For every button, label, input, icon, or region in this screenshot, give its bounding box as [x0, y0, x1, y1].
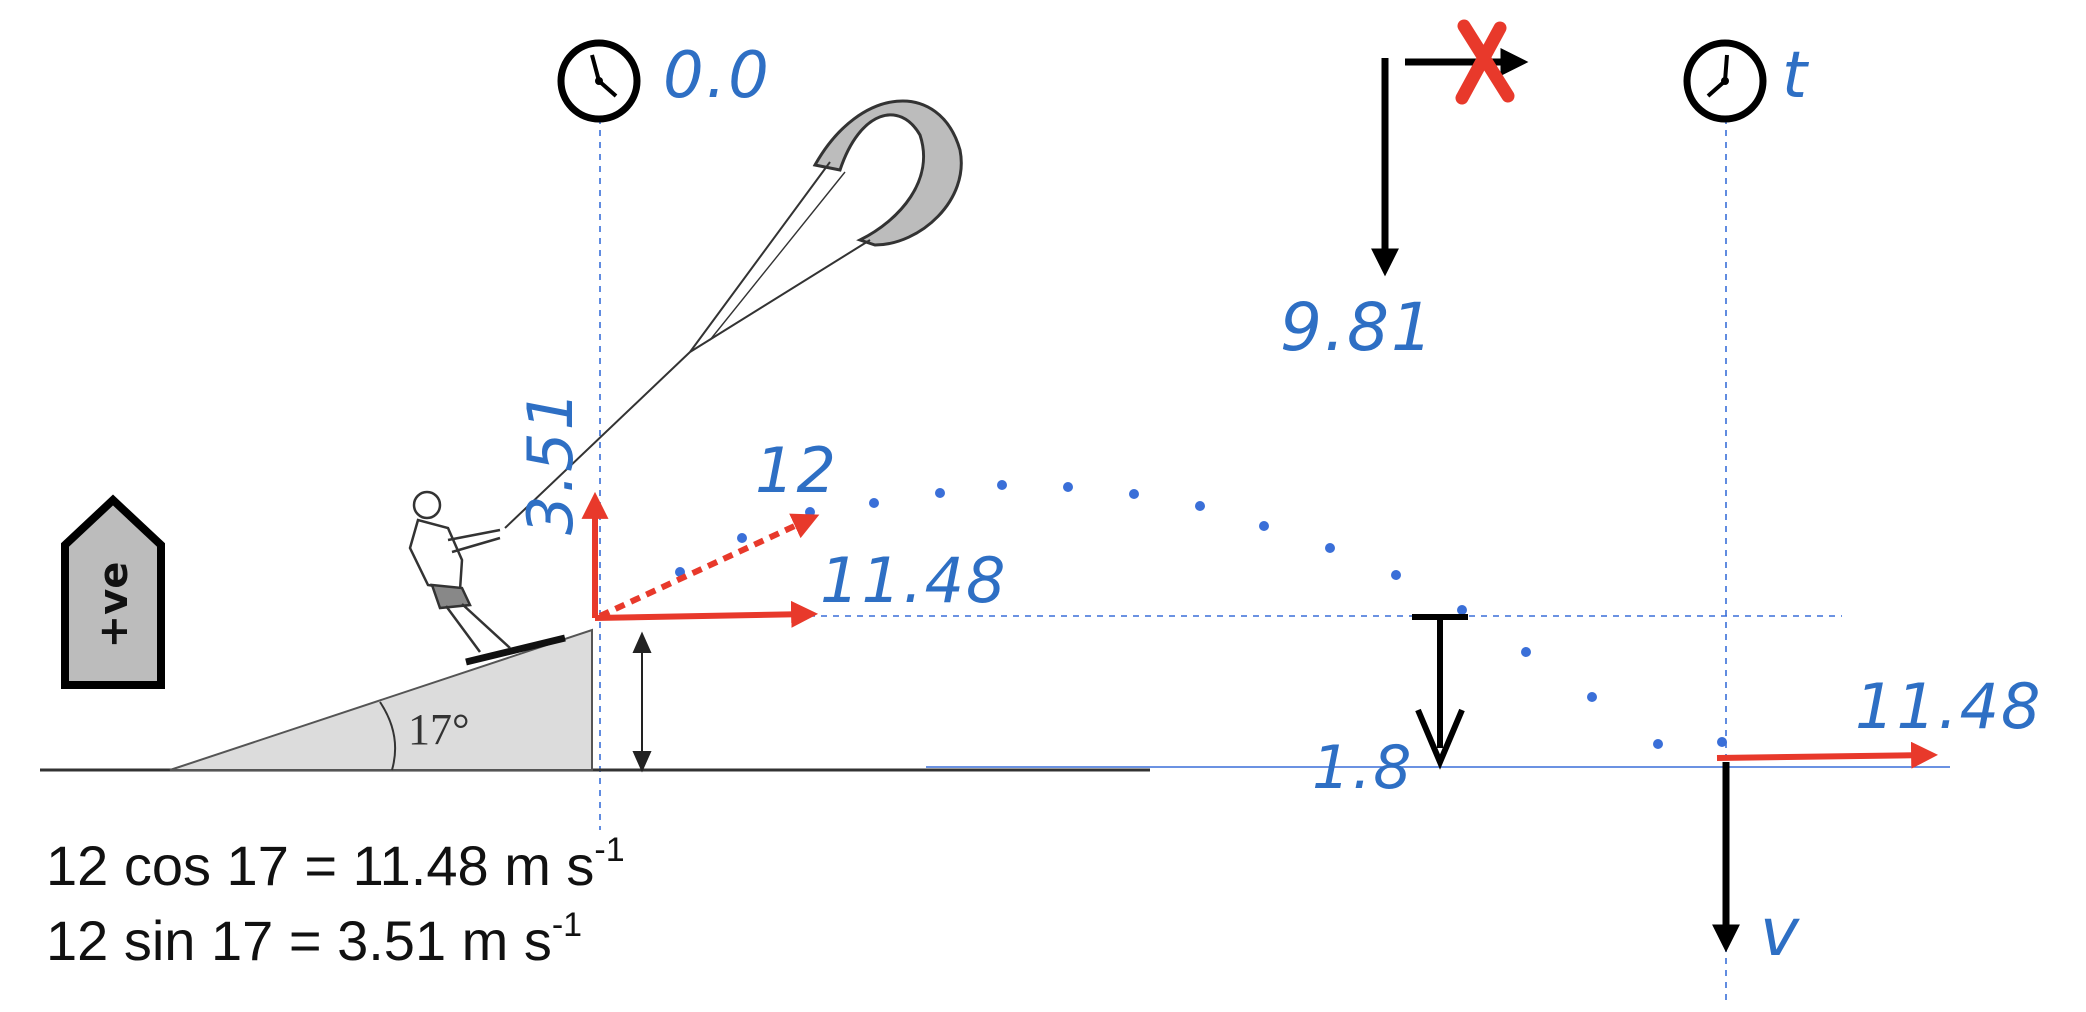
horizontal-speed-label: 11.48 — [820, 544, 1008, 617]
landing-time-label: t — [1782, 39, 1810, 113]
cos-equation: 12 cos 17 = 11.48 m s-1 — [46, 831, 625, 897]
kite-icon — [504, 99, 963, 529]
ramp-angle-arc — [379, 701, 397, 771]
final-velocity-label: v — [1760, 894, 1801, 971]
sin-equation: 12 sin 17 = 3.51 m s-1 — [46, 906, 582, 972]
ramp — [169, 628, 593, 771]
launch-velocity-arrow — [598, 513, 820, 619]
positive-direction-label: +ve — [91, 562, 137, 649]
gravity-label: 9.81 — [1280, 289, 1435, 366]
launch-height-marker — [632, 631, 652, 773]
trajectory — [675, 480, 1727, 749]
drop-height-marker — [1412, 614, 1468, 770]
clock-icon — [557, 39, 641, 123]
positive-direction-badge: +ve — [61, 494, 165, 689]
kitesurfer-icon — [408, 490, 566, 666]
cross-icon — [1455, 19, 1515, 105]
launch-time-label: 0.0 — [663, 39, 771, 113]
clock-icon — [1683, 39, 1767, 123]
drop-height-label: 1.8 — [1312, 733, 1413, 803]
guide-lines — [599, 118, 1950, 1000]
launch-speed-label: 12 — [755, 434, 838, 507]
vertical-speed-label: 3.51 — [514, 389, 587, 535]
landing-horizontal-speed-label: 11.48 — [1855, 670, 2043, 743]
ramp-angle-label: 17° — [408, 705, 470, 754]
horizontal-velocity-arrow — [594, 600, 819, 628]
landing-horizontal-velocity-arrow — [1716, 741, 1939, 769]
